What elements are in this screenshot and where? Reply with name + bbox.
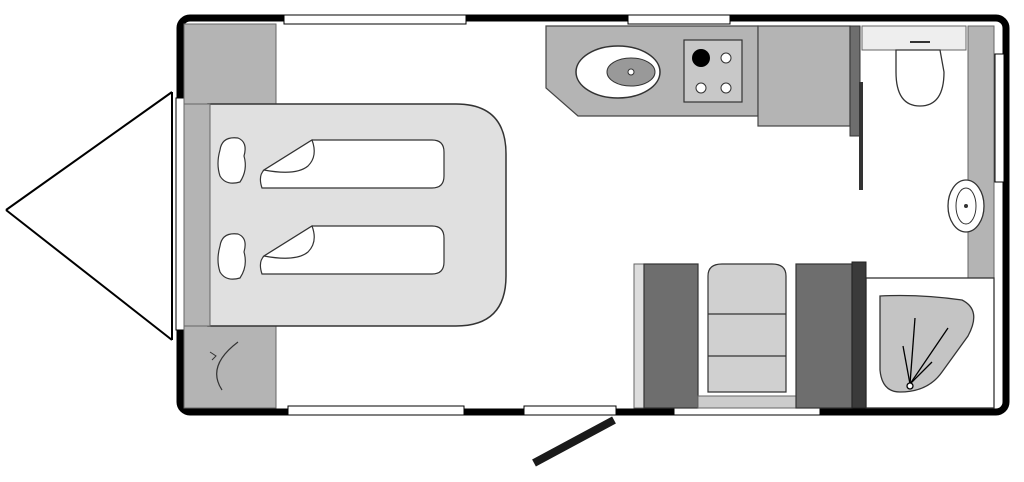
- window: [287, 405, 465, 416]
- washroom-partition: [849, 25, 861, 137]
- a-frame-drawbar: [5, 91, 173, 341]
- dinette-table[interactable]: [707, 263, 787, 393]
- burner[interactable]: [720, 52, 732, 64]
- pillow-bottom[interactable]: [217, 233, 246, 280]
- drain-icon: [627, 68, 635, 76]
- burner[interactable]: [720, 82, 732, 94]
- burner-large[interactable]: [692, 49, 710, 67]
- headboard: [183, 103, 211, 327]
- window: [523, 405, 617, 416]
- fridge-cabinet[interactable]: [757, 25, 851, 127]
- dinette-wall-strip: [633, 263, 645, 409]
- washroom-side-panel: [967, 25, 995, 279]
- wardrobe-bottom[interactable]: [183, 325, 277, 409]
- bench-seat-right[interactable]: [795, 263, 853, 409]
- washbasin[interactable]: [947, 179, 985, 233]
- duvet-top[interactable]: [259, 139, 445, 189]
- toilet-cabinet-top: [861, 25, 967, 51]
- shower-head-icon: [902, 317, 949, 390]
- table-step: [697, 395, 797, 409]
- duvet-bottom[interactable]: [259, 225, 445, 275]
- bed-base: [207, 103, 507, 327]
- windows: [175, 14, 1005, 416]
- shower-tray[interactable]: [879, 294, 975, 393]
- burner[interactable]: [695, 82, 707, 94]
- shower-partition: [851, 261, 867, 409]
- window: [283, 14, 467, 25]
- window: [627, 14, 731, 25]
- wardrobe-handle: [209, 351, 217, 361]
- wardrobe-door-swing: [216, 341, 239, 391]
- window: [994, 53, 1005, 183]
- pillow-top[interactable]: [217, 137, 246, 184]
- entrance-door[interactable]: [532, 416, 616, 467]
- hob[interactable]: [683, 39, 743, 103]
- bench-seat-left[interactable]: [643, 263, 699, 409]
- toilet[interactable]: [895, 41, 945, 107]
- wardrobe-top[interactable]: [183, 23, 277, 105]
